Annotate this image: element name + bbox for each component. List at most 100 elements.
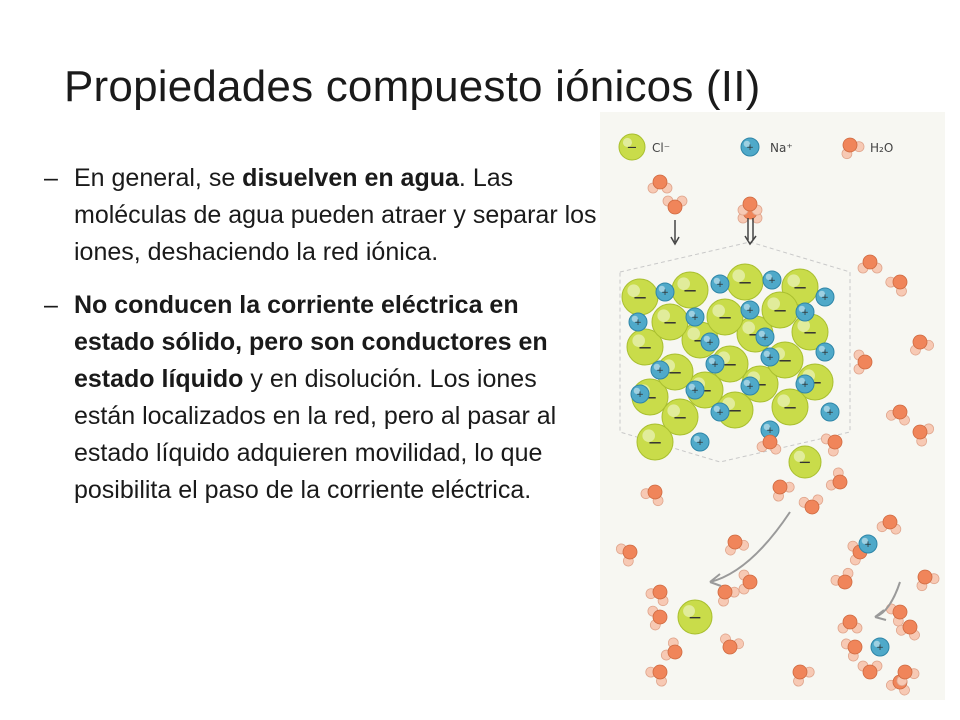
oxygen-atom <box>652 664 668 680</box>
ion-sphere <box>762 270 782 290</box>
plus-sign: + <box>656 366 664 376</box>
minus-sign: − <box>682 280 697 301</box>
ion-sphere <box>636 423 674 461</box>
sodium-ion: + <box>655 282 675 302</box>
minus-sign: − <box>688 608 702 628</box>
sodium-ion: + <box>755 327 775 347</box>
ion-sphere <box>655 282 675 302</box>
oxygen-atom <box>827 434 843 450</box>
plus-sign: + <box>706 338 714 348</box>
oxygen-atom <box>722 639 738 655</box>
ion-sphere <box>755 327 775 347</box>
ion-highlight <box>657 309 670 322</box>
ion-highlight <box>713 277 720 284</box>
bullet-dash: – <box>44 164 58 192</box>
chloride-ion: − <box>791 313 829 351</box>
water-molecule <box>837 614 863 634</box>
chloride-ion: − <box>661 398 699 436</box>
minus-sign: − <box>627 141 638 156</box>
plus-sign: + <box>766 353 774 363</box>
oxygen-atom <box>862 254 878 270</box>
sodium-ion: + <box>795 302 815 322</box>
oxygen-atom <box>647 484 663 500</box>
chloride-ion: − <box>636 423 674 461</box>
minus-sign: − <box>737 272 752 293</box>
ion-sphere <box>740 300 760 320</box>
sodium-ion: + <box>628 312 648 332</box>
ion-sphere <box>760 347 780 367</box>
ion-highlight <box>713 405 720 412</box>
water-molecule <box>853 349 873 375</box>
oxygen-atom <box>912 334 928 350</box>
oxygen-atom <box>792 664 808 680</box>
ion-highlight <box>732 269 745 282</box>
ion-highlight <box>798 305 805 312</box>
dissolution-illustration: −Cl⁻+Na⁺H₂O −−−−−−−−−−−−−−−−−−−−−−++++++… <box>600 112 945 700</box>
water-molecule <box>756 434 782 455</box>
sodium-ion: + <box>870 637 890 657</box>
chloride-ion: − <box>621 278 659 316</box>
ion-highlight <box>658 285 665 292</box>
bullet-text: En general, se disuelven en agua. Las mo… <box>74 164 597 266</box>
ion-highlight <box>622 137 632 147</box>
sodium-ion: + <box>710 274 730 294</box>
legend-label: Cl⁻ <box>652 141 670 155</box>
plus-sign: + <box>746 306 754 316</box>
water-molecule <box>885 404 910 426</box>
plus-sign: + <box>696 438 704 448</box>
oxygen-atom <box>742 196 758 212</box>
water-molecule <box>738 569 758 595</box>
oxygen-atom <box>832 474 848 490</box>
water-molecule <box>830 567 854 590</box>
bullet-list: – En general, se disuelven en agua. Las … <box>40 160 600 525</box>
ion-highlight <box>693 435 700 442</box>
water-molecule <box>640 484 664 507</box>
water-molecule <box>895 619 920 641</box>
water-molecule <box>820 433 843 457</box>
chloride-ion: − <box>761 291 799 329</box>
plus-sign: + <box>746 143 754 153</box>
ion-highlight <box>797 319 810 332</box>
ion-highlight <box>758 330 765 337</box>
sodium-ion: + <box>762 270 782 290</box>
ion-sphere <box>820 402 840 422</box>
oxygen-atom <box>892 404 908 420</box>
legend-label: Na⁺ <box>770 141 793 155</box>
plus-sign: + <box>746 382 754 392</box>
ion-highlight <box>677 277 690 290</box>
minus-sign: − <box>632 287 647 308</box>
oxygen-atom <box>897 664 913 680</box>
ion-highlight <box>787 274 800 287</box>
ion-highlight <box>631 315 638 322</box>
plus-sign: + <box>766 426 774 436</box>
ion-sphere <box>795 302 815 322</box>
plus-sign: + <box>711 360 719 370</box>
ion-highlight <box>688 383 695 390</box>
ion-sphere <box>705 354 725 374</box>
water-molecule <box>896 664 920 687</box>
ion-highlight <box>743 379 750 386</box>
sodium-ion: + <box>710 402 730 422</box>
oxygen-atom <box>652 609 668 625</box>
sodium-ion: + <box>630 384 650 404</box>
ion-sphere <box>650 360 670 380</box>
ion-sphere <box>870 637 890 657</box>
ion-highlight <box>627 284 640 297</box>
water-molecule <box>912 423 935 447</box>
water-molecule <box>910 334 935 356</box>
chloride-ion: − <box>677 599 713 635</box>
plus-sign: + <box>661 288 669 298</box>
chloride-ion: − <box>788 445 822 479</box>
sodium-ion: + <box>740 376 760 396</box>
sodium-ion: + <box>705 354 725 374</box>
water-molecule <box>647 174 673 194</box>
chloride-ion: − <box>771 388 809 426</box>
ion-highlight <box>632 334 645 347</box>
ion-highlight <box>763 423 770 430</box>
oxygen-atom <box>912 424 928 440</box>
bullet-text-bold: disuelven en agua <box>242 164 459 192</box>
plus-sign: + <box>801 308 809 318</box>
ion-highlight <box>743 303 750 310</box>
ion-sphere <box>661 398 699 436</box>
arrow-head <box>670 236 680 246</box>
